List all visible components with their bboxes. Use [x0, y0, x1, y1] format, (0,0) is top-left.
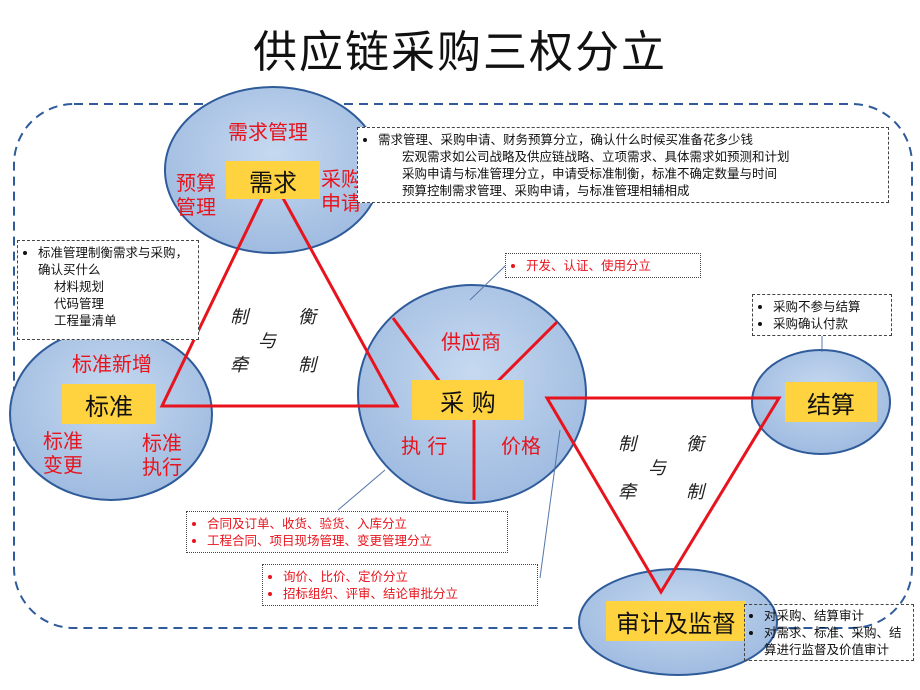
- demand-box[interactable]: 需求: [226, 161, 320, 199]
- standard-note-line-1: 材料规划: [54, 279, 105, 294]
- demand-note-line-3: 预算控制需求管理、采购申请，与标准管理相辅相成: [402, 183, 690, 198]
- audit-note-item-1: 对采购、结算审计: [764, 607, 908, 624]
- left-tri-char-2: 衡: [298, 307, 316, 328]
- left-triangle: [159, 174, 400, 408]
- demand-note-line-2: 采购申请与标准管理分立，申请受标准制衡，标准不确定数量与时间: [402, 166, 778, 181]
- demand-left-label: 预算 管理: [176, 171, 216, 219]
- price-note-item-1: 询价、比价、定价分立: [283, 568, 531, 585]
- settlement-box[interactable]: 结算: [785, 382, 877, 422]
- demand-left-label-line1: 预算: [176, 171, 216, 195]
- price-note-item-2: 招标组织、评审、结论审批分立: [283, 585, 531, 602]
- connector-price: [539, 429, 561, 579]
- left-tri-char-3: 与: [258, 331, 276, 352]
- left-tri-char-5: 制: [298, 355, 316, 376]
- purchase-divider-left: [391, 317, 442, 383]
- demand-right-label: 采购 申请: [321, 167, 361, 215]
- connector-execution: [337, 469, 386, 511]
- right-tri-char-2: 衡: [686, 434, 704, 455]
- standard-right-label: 标准 执行: [142, 431, 182, 479]
- left-tri-char-4: 牵: [230, 355, 248, 376]
- standard-note: 标准管理制衡需求与采购，确认买什么 材料规划 代码管理 工程量清单: [17, 240, 199, 340]
- standard-left-label-line1: 标准: [43, 429, 83, 453]
- settlement-note: 采购不参与结算 采购确认付款: [752, 294, 892, 336]
- purchase-left-label: 执 行: [401, 434, 448, 458]
- standard-box[interactable]: 标准: [62, 384, 156, 424]
- demand-right-label-line2: 申请: [321, 191, 361, 215]
- demand-note-bullet: 需求管理、采购申请、财务预算分立，确认什么时候买准备花多少钱: [378, 131, 882, 148]
- right-tri-char-5: 制: [686, 482, 704, 503]
- purchase-divider-right: [495, 320, 559, 384]
- standard-note-line-3: 工程量清单: [54, 313, 117, 328]
- supplier-note-item-1: 开发、认证、使用分立: [526, 257, 694, 274]
- demand-note: 需求管理、采购申请、财务预算分立，确认什么时候买准备花多少钱 宏观需求如公司战略…: [357, 127, 889, 203]
- supplier-note: 开发、认证、使用分立: [505, 253, 701, 278]
- right-triangle: [544, 396, 782, 595]
- standard-right-label-line1: 标准: [142, 431, 182, 455]
- dashed-boundary: [13, 103, 913, 629]
- standard-left-label-line2: 变更: [43, 453, 83, 477]
- execution-note-item-1: 合同及订单、收货、验货、入库分立: [207, 515, 501, 532]
- standard-right-label-line2: 执行: [142, 455, 182, 479]
- price-note: 询价、比价、定价分立 招标组织、评审、结论审批分立: [262, 564, 538, 606]
- demand-left-label-line2: 管理: [176, 195, 216, 219]
- audit-box[interactable]: 审计及监督: [606, 601, 746, 641]
- standard-left-label: 标准 变更: [43, 429, 83, 477]
- purchase-top-label: 供应商: [441, 330, 501, 354]
- standard-top-label: 标准新增: [72, 352, 152, 376]
- left-tri-char-1: 制: [230, 307, 248, 328]
- purchase-right-label: 价格: [501, 434, 541, 458]
- right-tri-char-3: 与: [648, 458, 666, 479]
- audit-note: 对采购、结算审计 对需求、标准、采购、结算进行监督及价值审计: [744, 604, 914, 661]
- execution-note: 合同及订单、收货、验货、入库分立 工程合同、项目现场管理、变更管理分立: [186, 511, 508, 553]
- purchase-box[interactable]: 采 购: [412, 380, 524, 420]
- demand-right-label-line1: 采购: [321, 167, 361, 191]
- standard-note-bullet: 标准管理制衡需求与采购，确认买什么: [38, 244, 192, 278]
- standard-note-line-2: 代码管理: [54, 296, 105, 311]
- connector-supplier: [469, 265, 506, 301]
- audit-note-item-2: 对需求、标准、采购、结算进行监督及价值审计: [764, 624, 908, 658]
- demand-note-line-1: 宏观需求如公司战略及供应链战略、立项需求、具体需求如预测和计划: [402, 149, 790, 164]
- right-tri-char-1: 制: [618, 434, 636, 455]
- execution-note-item-2: 工程合同、项目现场管理、变更管理分立: [207, 532, 501, 549]
- demand-top-label: 需求管理: [228, 120, 308, 144]
- page-title: 供应链采购三权分立: [253, 27, 667, 78]
- right-tri-char-4: 牵: [618, 482, 636, 503]
- settlement-note-item-1: 采购不参与结算: [773, 298, 885, 315]
- settlement-note-item-2: 采购确认付款: [773, 315, 885, 332]
